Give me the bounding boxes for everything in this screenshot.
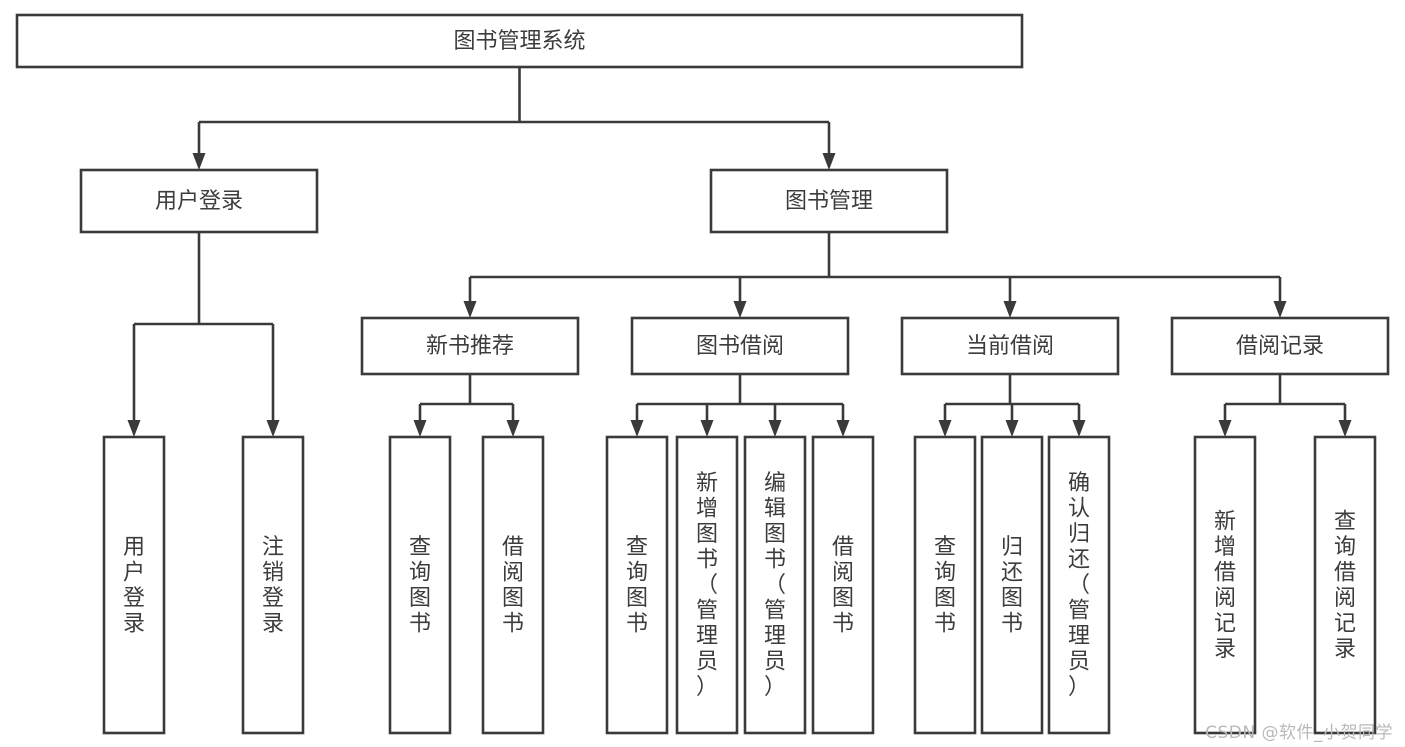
node-box[interactable] [1193, 435, 1257, 735]
node-label: 新书推荐 [426, 334, 514, 359]
node-label: 查询借阅记录 [1334, 509, 1356, 662]
arrow-head-icon [733, 301, 747, 318]
node-borrow-record[interactable]: 借阅记录 [1170, 316, 1390, 376]
node-label: 用户登录 [155, 189, 243, 214]
node-box[interactable] [1047, 435, 1111, 735]
node-label: 归还图书 [1001, 535, 1023, 637]
node-box[interactable] [675, 435, 739, 735]
arrow-head-icon [463, 301, 477, 318]
arrow-head-icon [413, 420, 427, 437]
node-book-borrow[interactable]: 图书借阅 [630, 316, 850, 376]
node-box[interactable] [388, 435, 452, 735]
node-label: 确认归还（管理员） [1068, 471, 1090, 700]
node-box[interactable] [481, 435, 545, 735]
node-root-图书管理系统[interactable]: 图书管理系统 [15, 13, 1024, 69]
node-box[interactable] [360, 316, 580, 376]
node-user-login[interactable]: 用户登录 [79, 168, 319, 234]
node-leaf-logout[interactable]: 注销登录 [241, 435, 305, 735]
node-label: 新增借阅记录 [1214, 509, 1236, 662]
node-layer: 图书管理系统用户登录图书管理新书推荐图书借阅当前借阅借阅记录用户登录注销登录查询… [15, 13, 1390, 735]
node-box[interactable] [980, 435, 1044, 735]
node-leaf-edit-book[interactable]: 编辑图书（管理员） [743, 435, 807, 735]
arrow-head-icon [700, 420, 714, 437]
node-leaf-borrow-book-1[interactable]: 借阅图书 [481, 435, 545, 735]
node-label: 借阅记录 [1236, 334, 1324, 359]
node-box[interactable] [102, 435, 166, 735]
node-leaf-query-book-1[interactable]: 查询图书 [388, 435, 452, 735]
node-box[interactable] [709, 168, 949, 234]
arrow-head-icon [1218, 420, 1232, 437]
node-label: 借阅图书 [502, 535, 524, 637]
node-leaf-query-record[interactable]: 查询借阅记录 [1313, 435, 1377, 735]
arrow-head-icon [822, 153, 836, 170]
node-box[interactable] [900, 316, 1120, 376]
arrow-head-icon [1338, 420, 1352, 437]
node-box[interactable] [15, 13, 1024, 69]
node-box[interactable] [605, 435, 669, 735]
node-label: 编辑图书（管理员） [764, 471, 786, 700]
node-label: 用户登录 [123, 535, 145, 637]
node-leaf-query-book-2[interactable]: 查询图书 [605, 435, 669, 735]
node-box[interactable] [1170, 316, 1390, 376]
arrow-head-icon [1005, 420, 1019, 437]
node-box[interactable] [1313, 435, 1377, 735]
arrow-head-icon [768, 420, 782, 437]
arrow-head-icon [1273, 301, 1287, 318]
node-leaf-add-book[interactable]: 新增图书（管理员） [675, 435, 739, 735]
arrow-head-icon [836, 420, 850, 437]
node-box[interactable] [811, 435, 875, 735]
node-current-borrow[interactable]: 当前借阅 [900, 316, 1120, 376]
node-leaf-add-record[interactable]: 新增借阅记录 [1193, 435, 1257, 735]
arrow-head-icon [192, 153, 206, 170]
node-label: 图书管理 [785, 189, 873, 214]
node-box[interactable] [241, 435, 305, 735]
arrow-head-icon [1003, 301, 1017, 318]
node-label: 当前借阅 [966, 334, 1054, 359]
node-leaf-confirm-return[interactable]: 确认归还（管理员） [1047, 435, 1111, 735]
node-book-manage[interactable]: 图书管理 [709, 168, 949, 234]
node-box[interactable] [630, 316, 850, 376]
arrow-head-icon [630, 420, 644, 437]
edge-layer [127, 67, 1352, 437]
node-leaf-borrow-book-2[interactable]: 借阅图书 [811, 435, 875, 735]
node-label: 新增图书（管理员） [696, 471, 718, 700]
watermark-label: CSDN @软件_小贺同学 [1205, 723, 1393, 743]
node-box[interactable] [79, 168, 319, 234]
node-leaf-return-book[interactable]: 归还图书 [980, 435, 1044, 735]
node-label: 注销登录 [262, 535, 284, 637]
node-label: 查询图书 [626, 535, 648, 637]
arrow-head-icon [1072, 420, 1086, 437]
node-new-book-rec[interactable]: 新书推荐 [360, 316, 580, 376]
node-label: 图书借阅 [696, 334, 784, 359]
node-box[interactable] [913, 435, 977, 735]
arrow-head-icon [938, 420, 952, 437]
node-label: 查询图书 [409, 535, 431, 637]
node-label: 借阅图书 [832, 535, 854, 637]
arrow-head-icon [506, 420, 520, 437]
node-leaf-query-book-3[interactable]: 查询图书 [913, 435, 977, 735]
node-box[interactable] [743, 435, 807, 735]
node-label: 查询图书 [934, 535, 956, 637]
node-leaf-user-login[interactable]: 用户登录 [102, 435, 166, 735]
arrow-head-icon [127, 420, 141, 437]
node-label: 图书管理系统 [453, 29, 585, 54]
arrow-head-icon [266, 420, 280, 437]
